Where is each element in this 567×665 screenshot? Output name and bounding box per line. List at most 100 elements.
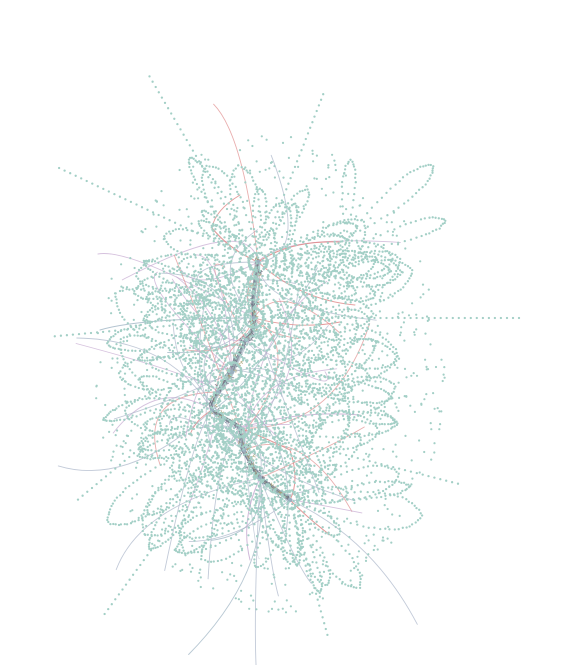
graph-node (208, 235, 212, 238)
graph-node (211, 177, 215, 181)
graph-node (159, 393, 162, 396)
graph-node (205, 256, 209, 259)
graph-node (226, 486, 229, 490)
graph-node (329, 376, 332, 379)
graph-node (258, 451, 261, 454)
graph-node (330, 338, 333, 342)
graph-node (251, 413, 255, 417)
graph-node (244, 333, 247, 336)
graph-node (240, 239, 243, 243)
graph-node (260, 244, 263, 247)
graph-node (143, 314, 147, 318)
graph-node (287, 247, 290, 250)
graph-node (339, 270, 342, 274)
graph-node (291, 361, 294, 364)
graph-node (214, 302, 218, 305)
graph-node (241, 340, 244, 344)
graph-node (319, 322, 323, 325)
graph-node (232, 305, 235, 309)
graph-node (231, 233, 234, 236)
graph-node (230, 175, 233, 179)
graph-node (213, 327, 216, 330)
graph-node (377, 386, 380, 390)
graph-node (310, 356, 313, 360)
graph-node (313, 386, 316, 390)
graph-node (297, 381, 301, 385)
graph-node (249, 257, 252, 260)
graph-node (274, 300, 277, 303)
graph-node (198, 283, 201, 286)
graph-node (284, 339, 287, 342)
graph-node (252, 179, 255, 182)
graph-node (238, 321, 241, 324)
graph-node (199, 275, 202, 279)
graph-node (327, 337, 331, 341)
graph-node (179, 537, 182, 540)
graph-node (303, 362, 307, 365)
graph-node (280, 273, 283, 276)
graph-node (342, 418, 346, 421)
graph-node (306, 379, 309, 382)
graph-node (273, 234, 276, 237)
graph-node (115, 419, 118, 422)
graph-node (217, 288, 220, 291)
graph-node (353, 218, 357, 221)
graph-node (311, 387, 314, 390)
graph-node (122, 336, 125, 339)
graph-node (205, 330, 208, 333)
graph-node (149, 268, 152, 272)
graph-node (332, 252, 335, 255)
graph-node (179, 476, 183, 479)
graph-node (264, 255, 268, 259)
graph-node (176, 378, 179, 381)
graph-node (260, 286, 263, 289)
graph-node (299, 236, 303, 239)
graph-node (200, 280, 203, 284)
graph-node (222, 468, 225, 472)
graph-node (271, 466, 274, 470)
graph-node (198, 302, 201, 306)
graph-node (211, 165, 215, 169)
graph-node (294, 360, 298, 363)
graph-node (186, 403, 189, 407)
graph-node (320, 350, 323, 354)
graph-node (294, 202, 297, 205)
graph-node (316, 314, 320, 317)
graph-node (168, 356, 171, 360)
graph-node (389, 343, 393, 346)
graph-node (213, 262, 216, 265)
graph-node (205, 164, 208, 168)
graph-edge (233, 424, 238, 428)
graph-node (272, 339, 275, 342)
graph-node (262, 472, 265, 475)
graph-node (377, 288, 380, 292)
graph-node (121, 315, 124, 319)
graph-node (324, 421, 327, 424)
graph-node (206, 234, 210, 237)
graph-node (263, 228, 267, 232)
graph-node (392, 262, 396, 265)
graph-node (338, 374, 342, 378)
graph-node (203, 336, 206, 339)
graph-node (286, 291, 289, 294)
graph-node (220, 190, 223, 193)
graph-node (213, 429, 217, 432)
graph-node (271, 445, 275, 448)
graph-node (348, 281, 351, 284)
graph-node (242, 324, 245, 327)
graph-node (396, 275, 399, 278)
graph-node (225, 405, 228, 408)
graph-node (323, 292, 327, 295)
graph-node (159, 412, 162, 415)
graph-node (238, 298, 241, 301)
graph-node (369, 409, 373, 412)
graph-node (355, 277, 359, 281)
graph-node (180, 251, 183, 254)
graph-node (180, 372, 183, 375)
graph-node (340, 292, 343, 295)
graph-node (375, 401, 379, 405)
graph-node (201, 213, 204, 217)
graph-node (288, 368, 292, 371)
graph-node (319, 308, 322, 311)
graph-node (284, 292, 287, 296)
